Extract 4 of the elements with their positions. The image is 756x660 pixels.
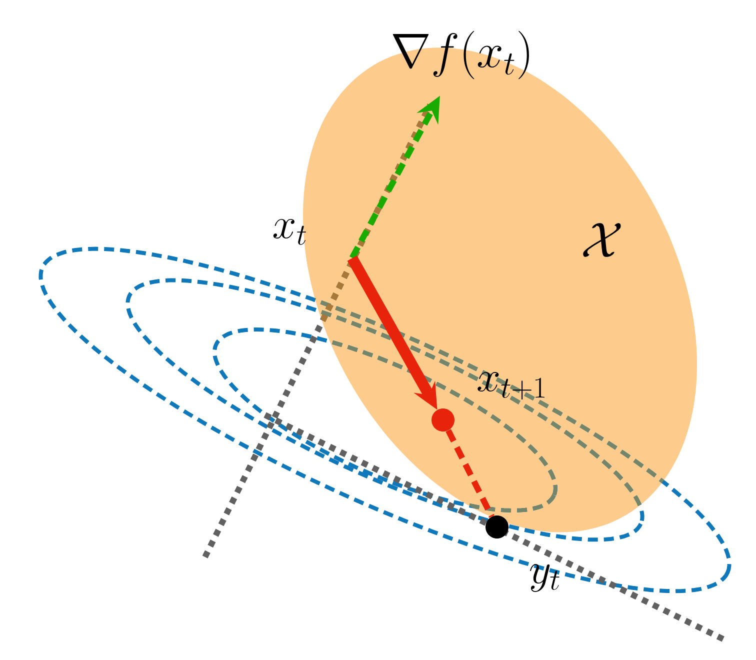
region-label: $\mathcal{X}$	[583, 223, 621, 257]
formula-label: $\nabla f(x_t)$	[392, 30, 529, 80]
point-label: $y_t$	[530, 564, 560, 592]
point-label: $x_t$	[273, 218, 306, 245]
